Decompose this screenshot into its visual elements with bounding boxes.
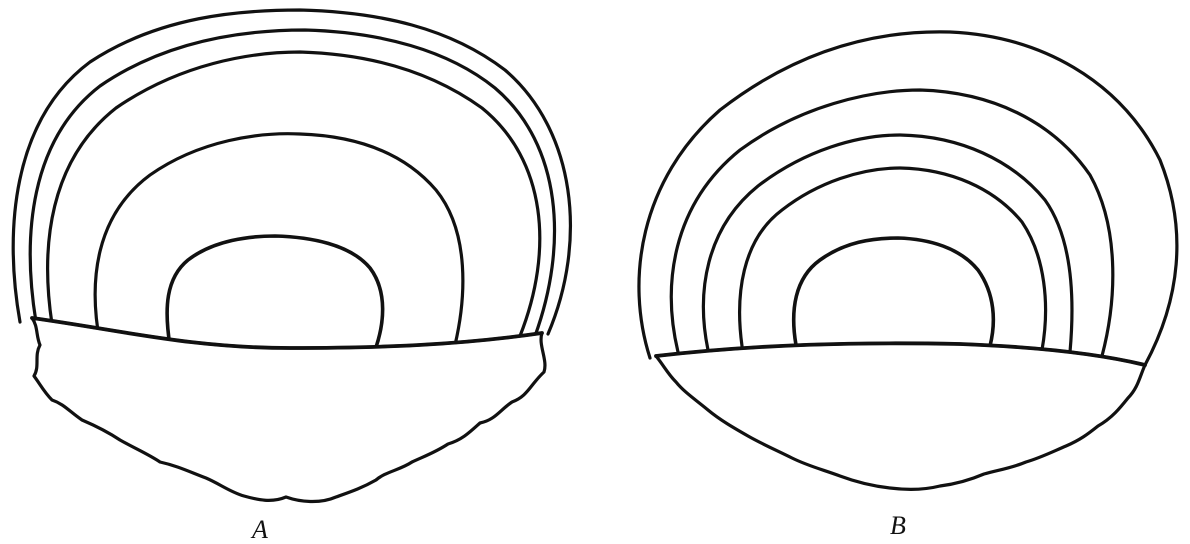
panel-b-base (656, 343, 1145, 489)
panel-b-ring-core (794, 238, 994, 346)
panel-a: A (13, 10, 570, 544)
panel-a-ring-4 (95, 134, 463, 345)
panel-b-rings (639, 32, 1177, 365)
panel-b: B (639, 32, 1177, 540)
panel-b-ring-outer (639, 32, 1177, 365)
panel-b-label: B (890, 511, 906, 540)
panel-a-ring-core (167, 236, 383, 350)
panel-a-base (32, 318, 545, 502)
panel-a-ring-2 (30, 30, 554, 336)
panel-b-ring-4 (740, 168, 1046, 350)
panel-a-ring-3 (48, 52, 540, 336)
panel-a-label: A (250, 515, 268, 544)
panel-a-rings (13, 10, 570, 350)
